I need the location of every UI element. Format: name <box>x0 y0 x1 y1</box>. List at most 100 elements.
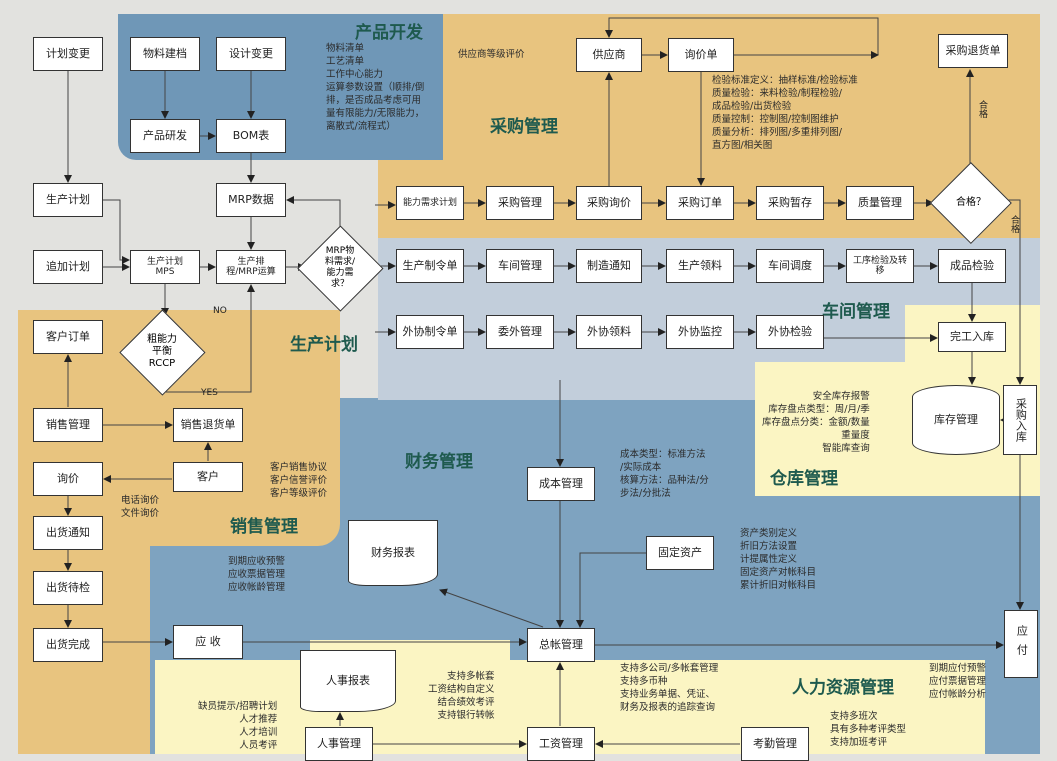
node-mps[interactable]: 生产计划MPS <box>130 250 200 284</box>
node-product-check[interactable]: 成品检验 <box>938 249 1006 283</box>
node-add-plan[interactable]: 追加计划 <box>33 250 103 284</box>
node-work-order[interactable]: 生产制令单 <box>396 249 464 283</box>
note-line: 安全库存报警 <box>812 391 870 402</box>
node-customer[interactable]: 客户 <box>173 462 243 492</box>
node-mrp-run[interactable]: 生产排程/MRP运算 <box>216 250 286 284</box>
node-workshop-mgmt[interactable]: 车间管理 <box>486 249 554 283</box>
node-hr-report[interactable]: 人事报表 <box>300 650 396 712</box>
note-line: 运算参数设置（顺排/倒 <box>326 82 425 93</box>
note-line: 客户信誉评价 <box>270 475 328 486</box>
node-cap-plan[interactable]: 能力需求计划 <box>396 186 464 220</box>
node-out-pick[interactable]: 外协领料 <box>576 315 642 349</box>
note-line: /实际成本 <box>620 462 662 473</box>
node-fin-report[interactable]: 财务报表 <box>348 520 438 586</box>
note-line: 结合绩效考评 <box>437 697 495 708</box>
region-title-finance: 财务管理 <box>405 452 473 472</box>
note-line: 重量度 <box>841 430 870 441</box>
note-supplier-rating: 供应商等级评价 <box>458 48 525 61</box>
node-workshop-dispatch[interactable]: 车间调度 <box>756 249 824 283</box>
note-line: 质量控制：控制图/控制图维护 <box>712 114 839 125</box>
note-line: 应付票据管理 <box>929 676 987 687</box>
note-line: 到期应收预警 <box>228 556 286 567</box>
note-hr: 缺员提示/招聘计划人才推荐人才培训人员考评 <box>198 700 277 752</box>
node-purchase-in[interactable]: 采购入库 <box>1003 385 1037 455</box>
note-line: 支持多公司/多帐套管理 <box>620 663 719 674</box>
note-line: 支持银行转帐 <box>437 710 495 721</box>
node-prod-plan[interactable]: 生产计划 <box>33 183 103 217</box>
note-line: 应收帐龄管理 <box>228 582 286 593</box>
node-purchase-mgmt[interactable]: 采购管理 <box>486 186 554 220</box>
node-out-order[interactable]: 外协制令单 <box>396 315 464 349</box>
node-cost-mgmt[interactable]: 成本管理 <box>527 467 595 501</box>
note-payroll: 支持多帐套工资结构自定义结合绩效考评支持银行转帐 <box>428 670 495 722</box>
region-title-product-dev: 产品开发 <box>355 23 423 43</box>
region-title-sales: 销售管理 <box>230 517 298 537</box>
node-material-file[interactable]: 物料建档 <box>130 37 200 71</box>
node-mrp-data[interactable]: MRP数据 <box>216 183 286 217</box>
node-design-change[interactable]: 设计变更 <box>216 37 286 71</box>
node-ship-notice[interactable]: 出货通知 <box>33 516 103 550</box>
node-sales-mgmt[interactable]: 销售管理 <box>33 408 103 442</box>
note-cost: 成本类型：标准方法/实际成本核算方法：品种法/分步法/分批法 <box>620 448 709 500</box>
node-ship-inspect[interactable]: 出货待检 <box>33 571 103 605</box>
node-inventory[interactable]: 库存管理 <box>912 385 1000 455</box>
note-line: 量有限能力/无限能力， <box>326 108 425 119</box>
note-line: 资产类别定义 <box>740 528 798 539</box>
label-yes: YES <box>201 388 218 398</box>
decision-mrp-check[interactable]: MRP物料需求/能力需求？ <box>300 228 380 308</box>
node-purchase-return[interactable]: 采购退货单 <box>938 34 1008 68</box>
note-line: 成品检验/出货检验 <box>712 101 792 112</box>
note-line: 智能库查询 <box>822 443 870 454</box>
node-prod-pick[interactable]: 生产领料 <box>666 249 734 283</box>
line <box>286 196 341 232</box>
note-line: 电话询价 <box>121 495 160 506</box>
node-plan-change[interactable]: 计划变更 <box>33 37 103 71</box>
note-line: 支持多班次 <box>830 711 878 722</box>
node-purchase-order[interactable]: 采购订单 <box>666 186 734 220</box>
region-title-warehouse: 仓库管理 <box>770 469 838 489</box>
decision-qualified[interactable]: 合格？ <box>933 165 1009 241</box>
note-line: 支持多帐套 <box>447 671 495 682</box>
node-finish-in[interactable]: 完工入库 <box>938 322 1006 352</box>
node-attendance[interactable]: 考勤管理 <box>741 727 809 761</box>
line <box>605 17 879 55</box>
node-mfg-notice[interactable]: 制造通知 <box>576 249 642 283</box>
note-line: 人才推荐 <box>239 714 278 725</box>
node-bom[interactable]: BOM表 <box>216 119 286 153</box>
note-line: 支持多币种 <box>620 676 668 687</box>
note-receivable: 到期应收预警应收票据管理应收帐龄管理 <box>228 555 285 594</box>
node-customer-order[interactable]: 客户订单 <box>33 320 103 354</box>
node-fixed-assets[interactable]: 固定资产 <box>646 536 714 570</box>
note-line: 人才培训 <box>239 727 278 738</box>
note-line: 库存盘点类型：周/月/季 <box>768 404 870 415</box>
note-line: 计提属性定义 <box>740 554 798 565</box>
node-payable[interactable]: 应付 <box>1004 610 1038 678</box>
node-quote[interactable]: 询价单 <box>668 38 734 72</box>
node-purchase-temp[interactable]: 采购暂存 <box>756 186 824 220</box>
note-line: 具有多种考评类型 <box>830 724 907 735</box>
node-out-inspect[interactable]: 外协检验 <box>756 315 824 349</box>
decision-rccp[interactable]: 粗能力平衡RCCP <box>122 312 202 392</box>
node-ship-done[interactable]: 出货完成 <box>33 628 103 662</box>
node-product-rd[interactable]: 产品研发 <box>130 119 200 153</box>
line <box>576 552 646 628</box>
node-inquiry[interactable]: 询价 <box>33 462 103 496</box>
node-ledger[interactable]: 总帐管理 <box>527 628 595 662</box>
note-line: 文件询价 <box>121 508 160 519</box>
note-warehouse: 安全库存报警库存盘点类型：周/月/季库存盘点分类：金额/数量重量度智能库查询 <box>762 390 870 455</box>
note-quality: 检验标准定义：抽样标准/检验标准质量检验：来料检验/制程检验/成品检验/出货检验… <box>712 74 858 152</box>
node-out-monitor[interactable]: 外协监控 <box>666 315 734 349</box>
node-sales-return[interactable]: 销售退货单 <box>173 408 243 442</box>
node-outsource-mgmt[interactable]: 委外管理 <box>486 315 554 349</box>
node-receivable[interactable]: 应 收 <box>173 625 243 659</box>
note-line: 到期应付预警 <box>929 663 987 674</box>
note-line: 工作中心能力 <box>326 69 384 80</box>
node-hr-mgmt[interactable]: 人事管理 <box>305 727 373 761</box>
node-payroll[interactable]: 工资管理 <box>527 727 595 761</box>
node-supplier[interactable]: 供应商 <box>576 38 642 72</box>
note-line: 缺员提示/招聘计划 <box>198 701 278 712</box>
node-process-check[interactable]: 工序检验及转移 <box>846 249 914 283</box>
note-line: 应付帐龄分析 <box>929 689 987 700</box>
node-purchase-inquiry[interactable]: 采购询价 <box>576 186 642 220</box>
node-quality[interactable]: 质量管理 <box>846 186 914 220</box>
